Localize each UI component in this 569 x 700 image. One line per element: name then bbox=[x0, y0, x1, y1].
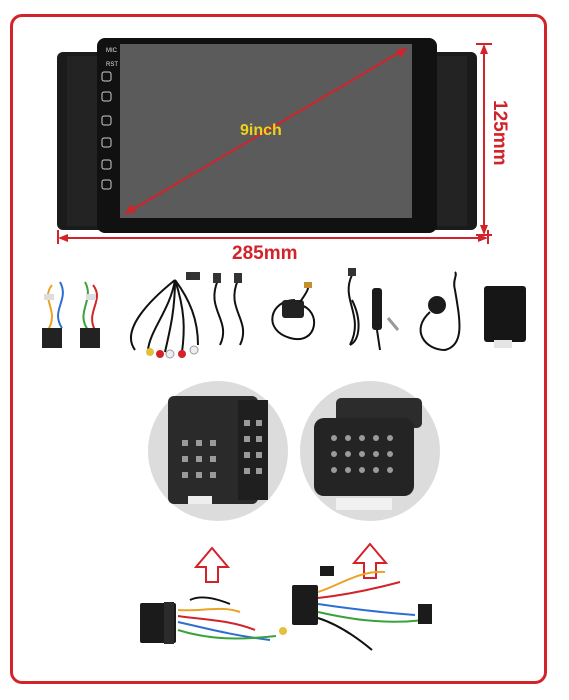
height-dimension bbox=[476, 43, 492, 236]
product-frame bbox=[10, 14, 547, 684]
connector-closeup-right bbox=[300, 381, 440, 521]
width-label: 285mm bbox=[232, 243, 298, 264]
wifi-antenna-icon bbox=[347, 268, 360, 346]
screen-size-label: 9inch bbox=[240, 122, 282, 139]
gps-antenna-icon bbox=[271, 282, 316, 341]
head-unit bbox=[57, 38, 477, 233]
side-buttons bbox=[101, 71, 112, 190]
rca-cable-icon bbox=[130, 272, 200, 359]
mic-button-label: MIC bbox=[106, 48, 117, 54]
up-arrow-right bbox=[351, 542, 389, 579]
radio-antenna-adapter-icon bbox=[372, 288, 400, 351]
up-arrow-left bbox=[193, 546, 231, 583]
main-harness-icon bbox=[42, 281, 100, 348]
usb-cable-icon bbox=[213, 273, 245, 346]
height-label: 125mm bbox=[489, 100, 510, 166]
canbus-decoder-box-icon bbox=[484, 286, 526, 348]
connector-closeup-left bbox=[148, 381, 288, 521]
rst-button-label: RST bbox=[106, 62, 118, 68]
bottom-harness-left bbox=[140, 596, 287, 644]
bottom-harness-right bbox=[292, 566, 432, 651]
external-mic-icon bbox=[419, 271, 461, 352]
